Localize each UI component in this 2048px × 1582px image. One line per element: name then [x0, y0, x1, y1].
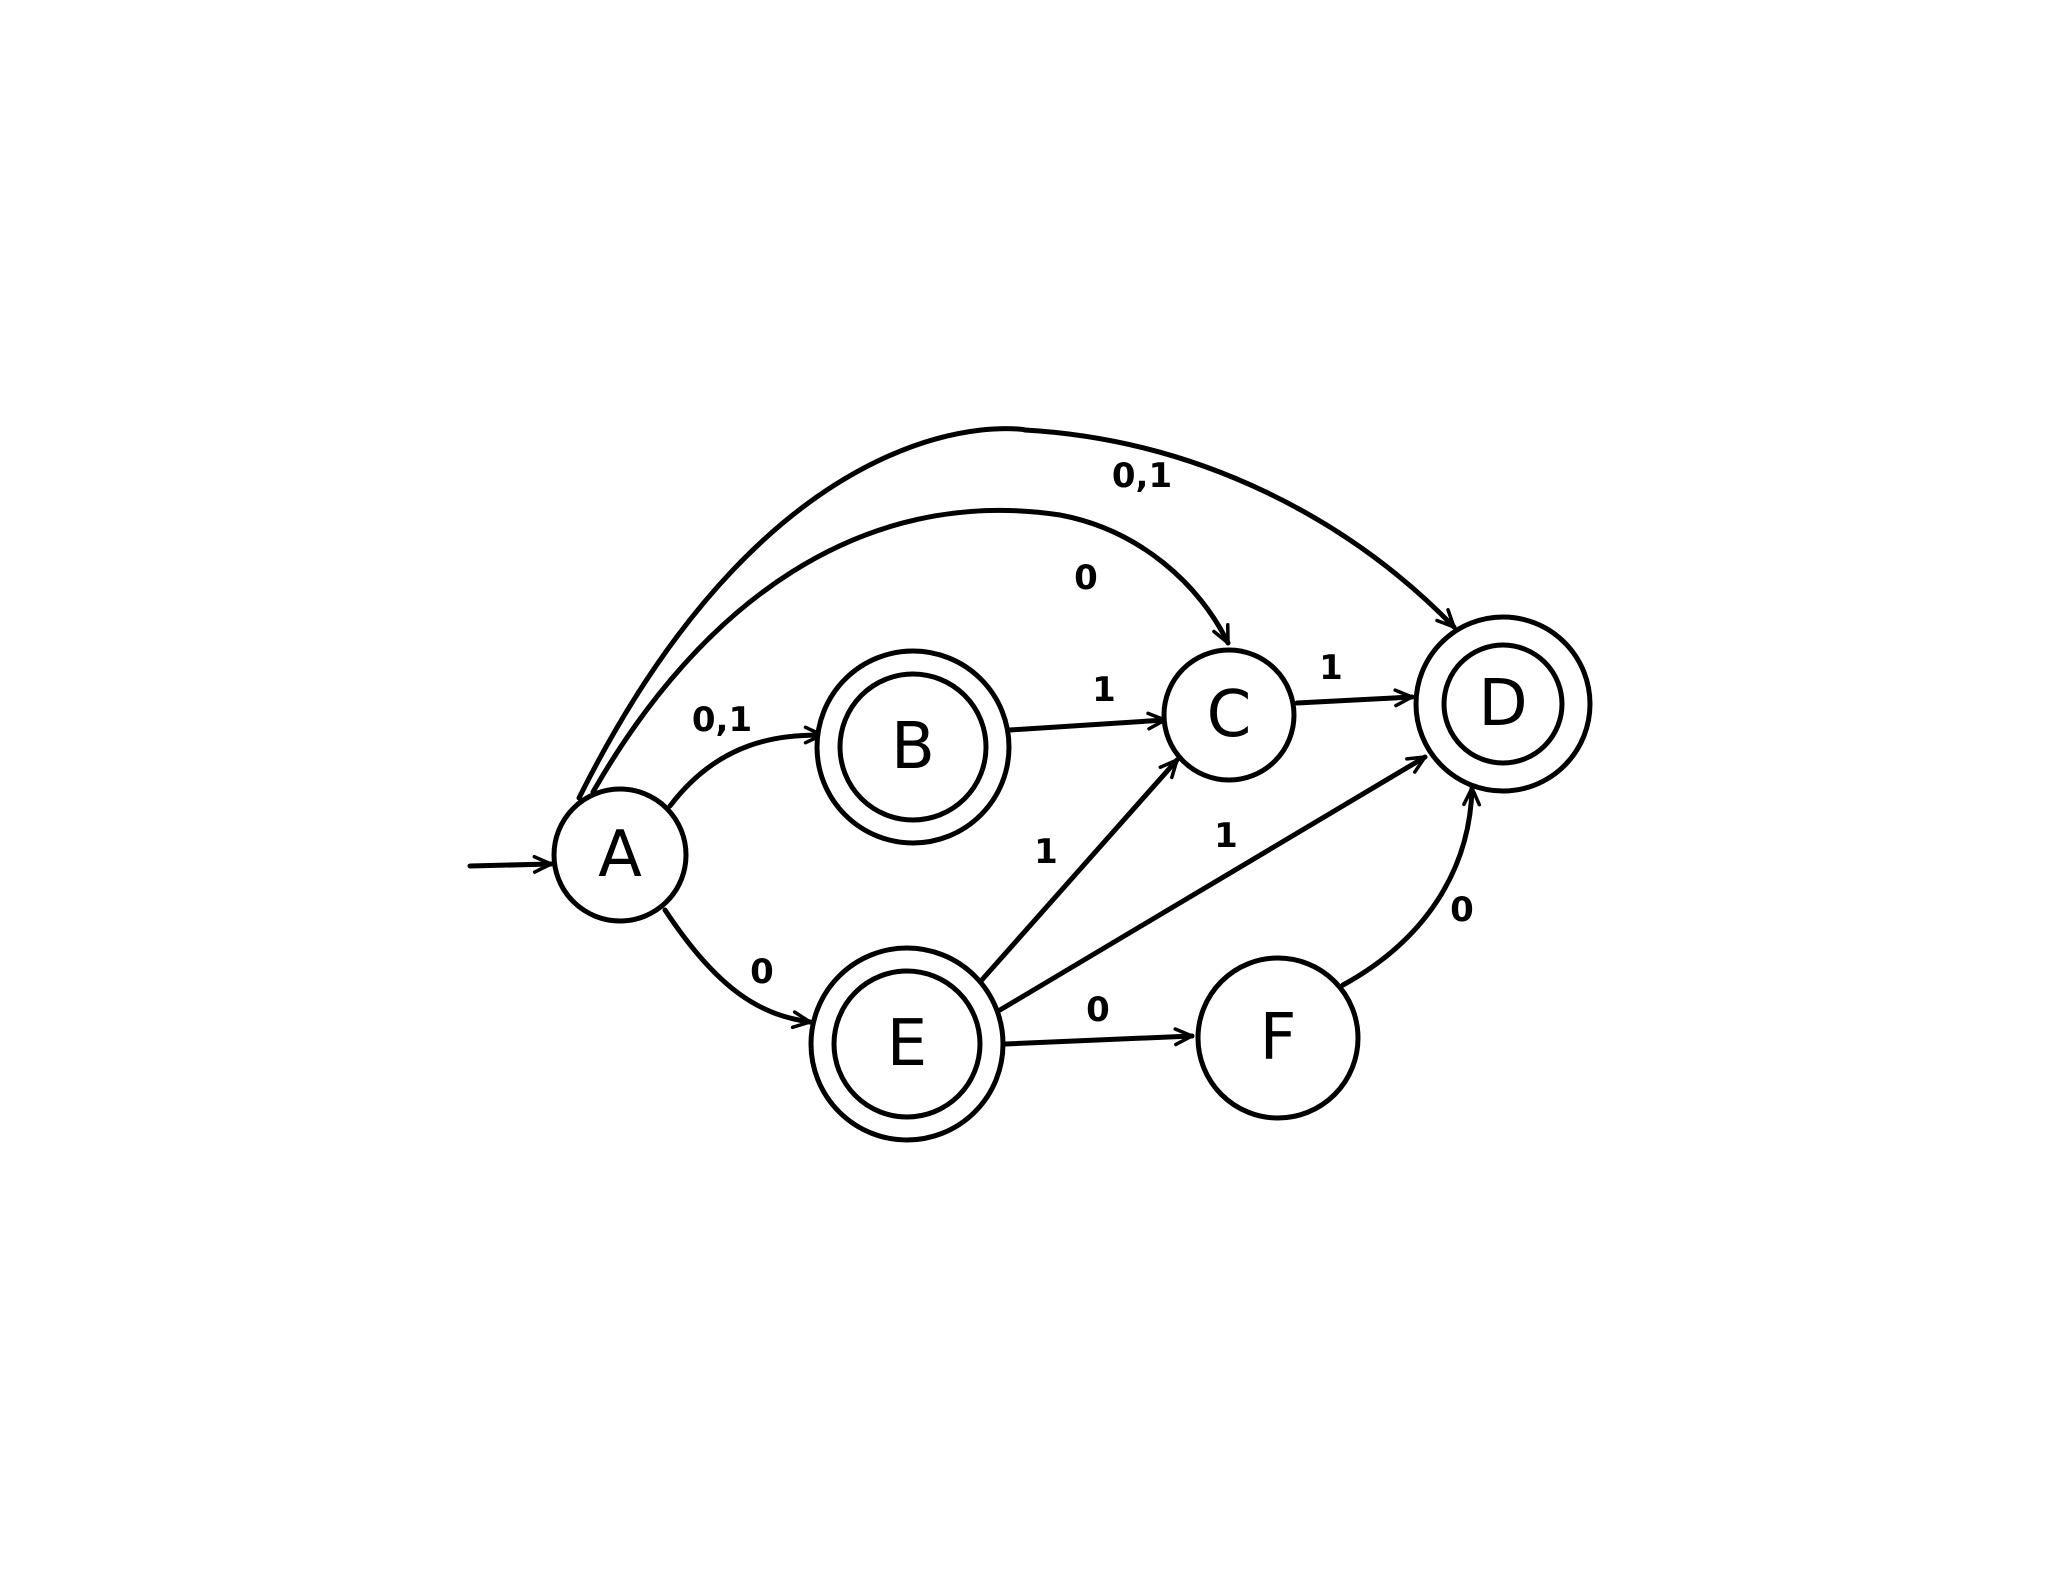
state-label-a: A — [598, 818, 642, 892]
state-c: C — [1161, 647, 1297, 783]
state-label-e: E — [887, 1007, 927, 1081]
edge-e-c: 1 — [977, 757, 1180, 985]
state-f: F — [1195, 955, 1361, 1121]
edge-c-d: 1 — [1294, 648, 1415, 708]
edge-a-c: 0 — [590, 508, 1231, 795]
state-label-f: F — [1260, 1001, 1297, 1075]
edge-label-a-b: 0,1 — [692, 700, 752, 740]
state-label-b: B — [891, 710, 935, 784]
state-label-d: D — [1478, 667, 1527, 741]
state-a: A — [551, 786, 689, 924]
state-d: D — [1413, 614, 1593, 794]
edge-label-f-d: 0 — [1450, 890, 1474, 930]
edge-a-e: 0 — [662, 907, 813, 1030]
start-arrow — [467, 854, 554, 874]
edge-b-c: 1 — [1007, 670, 1168, 733]
edge-label-b-c: 1 — [1092, 670, 1116, 710]
edge-label-e-c: 1 — [1034, 832, 1058, 872]
edge-e-f: 0 — [1002, 990, 1195, 1047]
edge-label-c-d: 1 — [1319, 648, 1343, 688]
edge-label-a-d: 0,1 — [1112, 456, 1172, 496]
state-b: B — [814, 648, 1012, 846]
edge-label-e-f: 0 — [1086, 990, 1110, 1030]
state-label-c: C — [1207, 678, 1252, 752]
edge-label-a-e: 0 — [750, 952, 774, 992]
state-e: E — [808, 945, 1006, 1143]
edge-f-d: 0 — [1340, 785, 1482, 988]
edge-a-b: 0,1 — [667, 700, 825, 809]
edge-label-e-d: 1 — [1214, 816, 1238, 856]
edge-e-d: 1 — [997, 754, 1428, 1013]
edge-a-d: 0,1 — [576, 426, 1457, 801]
edge-label-a-c: 0 — [1074, 558, 1098, 598]
